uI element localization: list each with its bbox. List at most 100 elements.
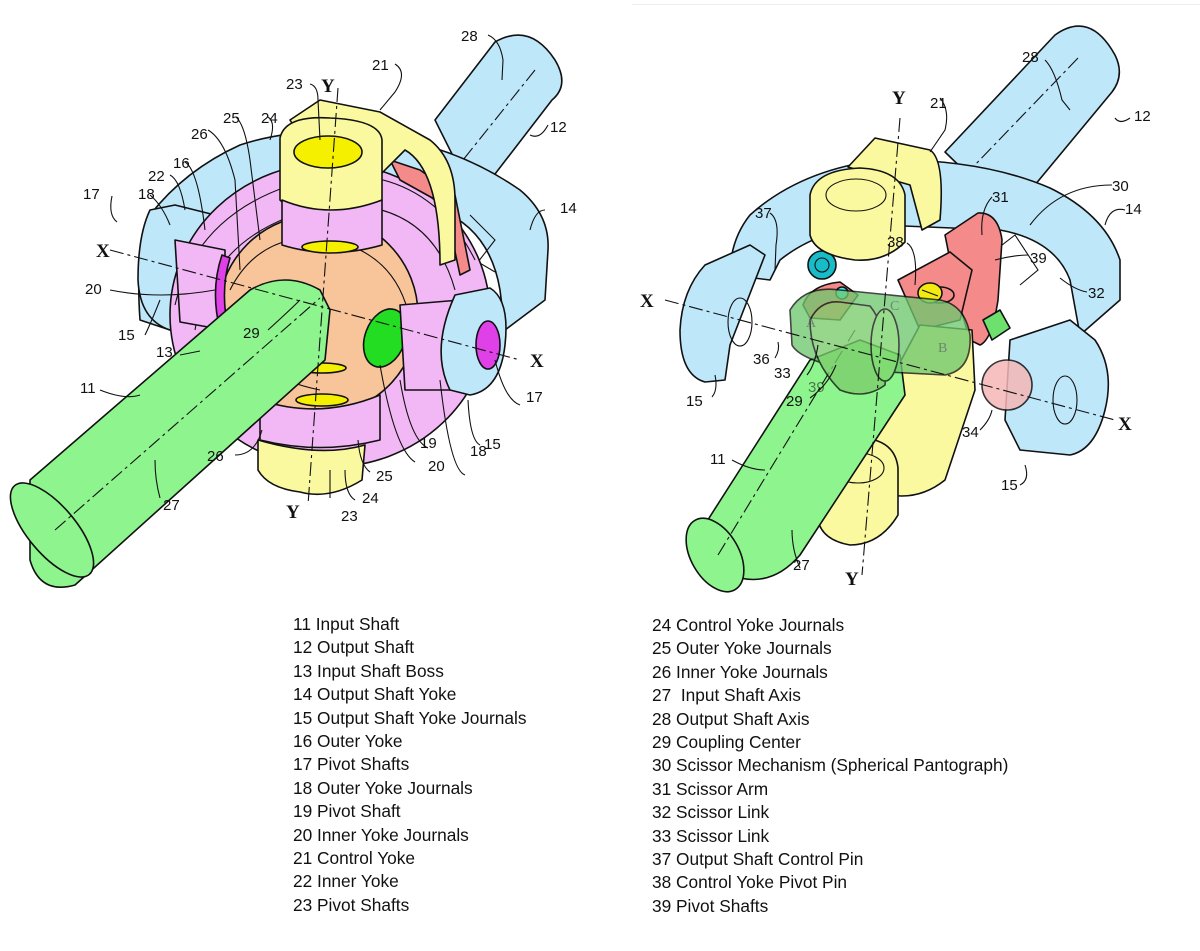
y-axis-label-top: Y xyxy=(892,88,906,109)
y-axis-line xyxy=(307,87,339,506)
ghost-letter-c: C xyxy=(890,299,899,314)
legend-item: 20 Inner Yoke Journals xyxy=(293,824,469,845)
callout-23-top: 23 xyxy=(286,76,303,93)
callout-11: 11 xyxy=(80,380,96,397)
coupling-view-right: A B C 28 Y 21 12 30 31 14 37 38 39 32 X … xyxy=(640,25,1151,593)
callout-18-left: 18 xyxy=(138,186,155,203)
callout-37: 37 xyxy=(755,205,772,222)
callout-21: 21 xyxy=(930,95,947,112)
callout-24-top: 24 xyxy=(261,110,278,127)
y-axis-label-bottom: Y xyxy=(845,569,859,590)
legend-item: 12 Output Shaft xyxy=(293,637,415,658)
legend-item: 23 Pivot Shafts xyxy=(293,894,410,915)
callout-34: 34 xyxy=(962,424,979,441)
legend-item: 19 Pivot Shaft xyxy=(293,801,401,822)
callout-15-left: 15 xyxy=(118,327,135,344)
legend-item: 22 Inner Yoke xyxy=(293,871,399,892)
legend-item: 29 Coupling Center xyxy=(652,732,801,753)
legend-item: 38 Control Yoke Pivot Pin xyxy=(652,872,848,893)
callout-38: 38 xyxy=(887,234,904,251)
callout-25-bottom: 25 xyxy=(376,468,393,485)
legend-item: 27 Input Shaft Axis xyxy=(652,685,801,706)
legend-item: 14 Output Shaft Yoke xyxy=(293,684,457,705)
callout-29: 29 xyxy=(786,393,803,410)
legend-item: 15 Output Shaft Yoke Journals xyxy=(293,707,527,728)
callout-32: 32 xyxy=(1088,285,1105,302)
callout-30: 30 xyxy=(1112,178,1129,195)
callout-36: 36 xyxy=(753,351,770,368)
callout-31: 31 xyxy=(992,189,1009,206)
legend-item: 11 Input Shaft xyxy=(293,614,400,634)
callout-18-right: 18 xyxy=(470,443,487,460)
callout-12: 12 xyxy=(550,119,567,136)
callout-17-left: 17 xyxy=(83,186,100,203)
callout-20-right: 20 xyxy=(428,458,445,475)
callout-26-bottom: 26 xyxy=(207,448,224,465)
legend-item: 18 Outer Yoke Journals xyxy=(293,777,473,798)
control-yoke-21 xyxy=(809,137,943,261)
callout-29: 29 xyxy=(243,325,260,342)
callout-15-right: 15 xyxy=(1001,477,1018,494)
yellow-washer-top xyxy=(301,240,359,254)
output-yoke-journal-15-right xyxy=(1004,319,1110,456)
legend-item: 28 Output Shaft Axis xyxy=(652,708,810,729)
x-axis-label-right: X xyxy=(1118,414,1132,435)
callout-26-top: 26 xyxy=(191,126,208,143)
callout-28: 28 xyxy=(461,28,478,45)
parts-legend-left: 11 Input Shaft 12 Output Shaft 13 Input … xyxy=(293,613,526,917)
leader-lines xyxy=(99,34,549,501)
journal-hole-right xyxy=(1052,375,1078,425)
x-axis-line xyxy=(109,249,521,361)
legend-item: 31 Scissor Arm xyxy=(652,778,769,799)
legend-item: 13 Input Shaft Boss xyxy=(293,660,444,681)
legend-item: 21 Control Yoke xyxy=(293,848,416,869)
callout-23-bottom: 23 xyxy=(341,508,358,525)
x-axis-line xyxy=(664,299,1116,421)
legend-item: 26 Inner Yoke Journals xyxy=(652,661,828,682)
callout-19: 19 xyxy=(420,435,437,452)
control-yoke-21 xyxy=(279,99,456,266)
coupling-view-left: 28 21 23 Y 12 25 24 26 16 22 17 18 14 X … xyxy=(9,28,577,589)
y-axis-label-top: Y xyxy=(321,76,335,97)
callout-13: 13 xyxy=(156,344,173,361)
parts-legend-right: 24 Control Yoke Journals 25 Outer Yoke J… xyxy=(652,614,1008,918)
output-yoke-journal-15-right xyxy=(399,287,507,396)
scissor-green-pin xyxy=(982,309,1011,341)
legend-item: 37 Output Shaft Control Pin xyxy=(652,849,864,870)
legend-item: 39 Pivot Shafts xyxy=(652,895,769,916)
callout-14: 14 xyxy=(1125,201,1142,218)
x-axis-label-left: X xyxy=(96,241,110,262)
journal-hole-left xyxy=(727,297,753,347)
callout-27: 27 xyxy=(793,557,810,574)
top-border-line xyxy=(632,4,1200,5)
callout-15-left: 15 xyxy=(686,393,703,410)
legend-item: 30 Scissor Mechanism (Spherical Pantogra… xyxy=(652,755,1009,776)
input-shaft-11 xyxy=(9,279,331,589)
ghost-letter-a: A xyxy=(806,316,817,331)
callout-39-top: 39 xyxy=(1030,250,1047,267)
callout-25-top: 25 xyxy=(223,110,240,127)
legend-item: 25 Outer Yoke Journals xyxy=(652,638,832,659)
callout-39-bottom: 39 xyxy=(808,379,825,396)
output-yoke-journal-15-left xyxy=(679,244,766,383)
y-axis-label-bottom: Y xyxy=(286,502,300,523)
control-yoke-journal-bottom xyxy=(257,362,381,496)
callout-14: 14 xyxy=(560,200,577,217)
callout-16: 16 xyxy=(173,155,190,172)
callout-27: 27 xyxy=(163,497,180,514)
callout-17-right: 17 xyxy=(526,389,543,406)
output-shaft-12 xyxy=(434,34,563,201)
y-axis-line xyxy=(861,117,901,576)
legend-item: 33 Scissor Link xyxy=(652,825,770,846)
callout-33: 33 xyxy=(774,365,791,382)
callout-24-bottom: 24 xyxy=(362,490,379,507)
output-shaft-12 xyxy=(944,25,1121,216)
coupling-center-block xyxy=(789,288,971,395)
callout-11: 11 xyxy=(710,451,726,468)
callout-15-right: 15 xyxy=(484,436,501,453)
callout-21: 21 xyxy=(372,57,389,74)
callout-12: 12 xyxy=(1134,108,1151,125)
callout-20-left: 20 xyxy=(85,281,102,298)
callout-22: 22 xyxy=(148,168,165,185)
x-axis-label-left: X xyxy=(640,291,654,312)
